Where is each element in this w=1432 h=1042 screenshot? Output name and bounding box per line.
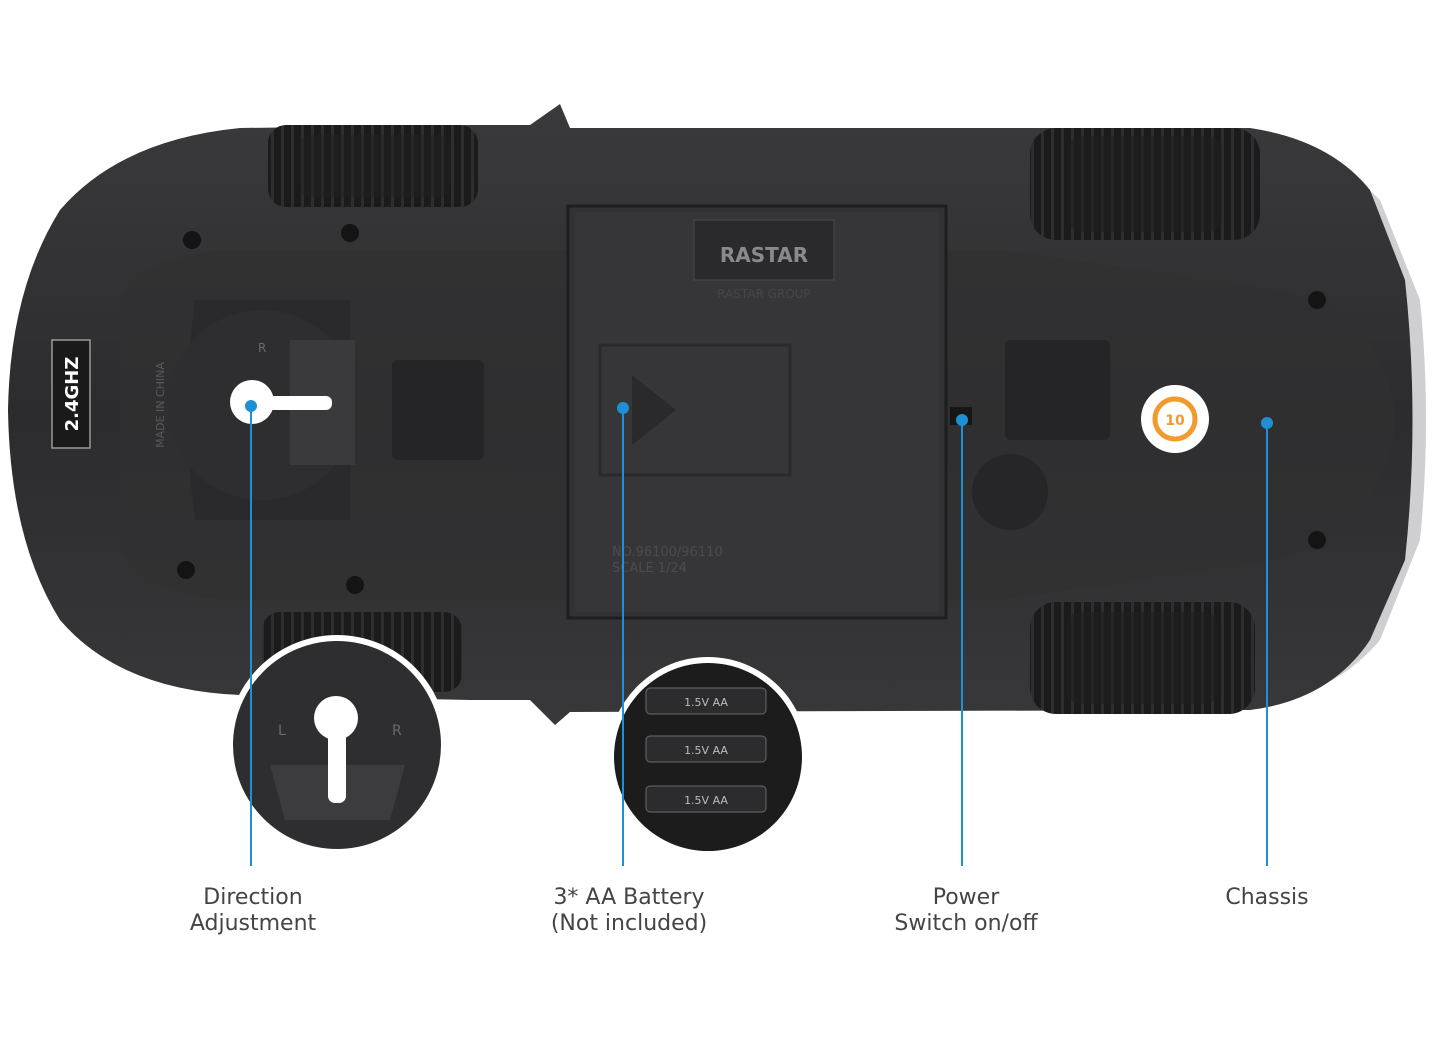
scale-text: SCALE 1/24 (612, 561, 687, 576)
eco-badge-text: 10 (1165, 413, 1185, 429)
made-in-text: MADE IN CHINA (154, 362, 167, 448)
callout-label-battery: 3* AA Battery (Not included) (519, 885, 739, 937)
callout-dot-direction (245, 400, 257, 412)
inset-letter-r: R (392, 723, 402, 739)
brand-badge (693, 219, 835, 281)
svg-text:1.5V AA: 1.5V AA (684, 696, 728, 709)
callout-dot-battery (617, 402, 629, 414)
battery-cell-2: 1.5V AA (645, 735, 767, 763)
frequency-badge: 2.4GHZ (51, 339, 91, 449)
callout-label-power-line1: Power (932, 885, 1000, 910)
callout-dot-chassis (1261, 417, 1273, 429)
callout-label-battery-line2: (Not included) (550, 911, 708, 936)
callout-label-direction: Direction Adjustment (161, 885, 345, 937)
callout-dot-power (956, 414, 968, 426)
wheel-rear-top (1030, 128, 1260, 240)
callout-label-battery-line1: 3* AA Battery (553, 885, 705, 910)
front-bracket (392, 360, 484, 460)
callout-label-power: Power Switch on/off (866, 885, 1066, 937)
brand-badge-text: RASTAR (720, 243, 808, 267)
frequency-badge-text: 2.4GHZ (62, 357, 83, 432)
svg-text:1.5V AA: 1.5V AA (684, 744, 728, 757)
rear-bracket (1005, 340, 1110, 440)
svg-text:1.5V AA: 1.5V AA (684, 794, 728, 807)
model-code-text: NO.96100/96110 (612, 545, 723, 560)
direction-zoom-inset: L R (227, 635, 447, 855)
callout-label-chassis: Chassis (1187, 885, 1347, 911)
brand-sub-text: RASTAR GROUP (717, 287, 811, 301)
callout-label-power-line2: Switch on/off (894, 911, 1038, 936)
callout-lines (245, 400, 1273, 866)
battery-cell-1: 1.5V AA (645, 687, 767, 715)
callout-label-direction-line2: Adjustment (189, 911, 317, 936)
chassis-knob (972, 454, 1048, 530)
eco-badge: 10 (1141, 385, 1209, 453)
battery-cell-3: 1.5V AA (645, 785, 767, 813)
direction-dial: R (167, 300, 357, 520)
battery-cover: RASTAR RASTAR GROUP NO.96100/96110 SCALE… (566, 204, 948, 620)
callout-label-chassis-line1: Chassis (1225, 885, 1309, 910)
wheel-front-top (268, 125, 478, 207)
wheel-rear-bottom (1030, 602, 1255, 714)
callout-label-direction-line1: Direction (203, 885, 303, 910)
inset-letter-l: L (278, 723, 286, 739)
battery-zoom-inset: 1.5V AA 1.5V AA 1.5V AA (608, 657, 808, 857)
dial-letter-r: R (258, 341, 266, 355)
